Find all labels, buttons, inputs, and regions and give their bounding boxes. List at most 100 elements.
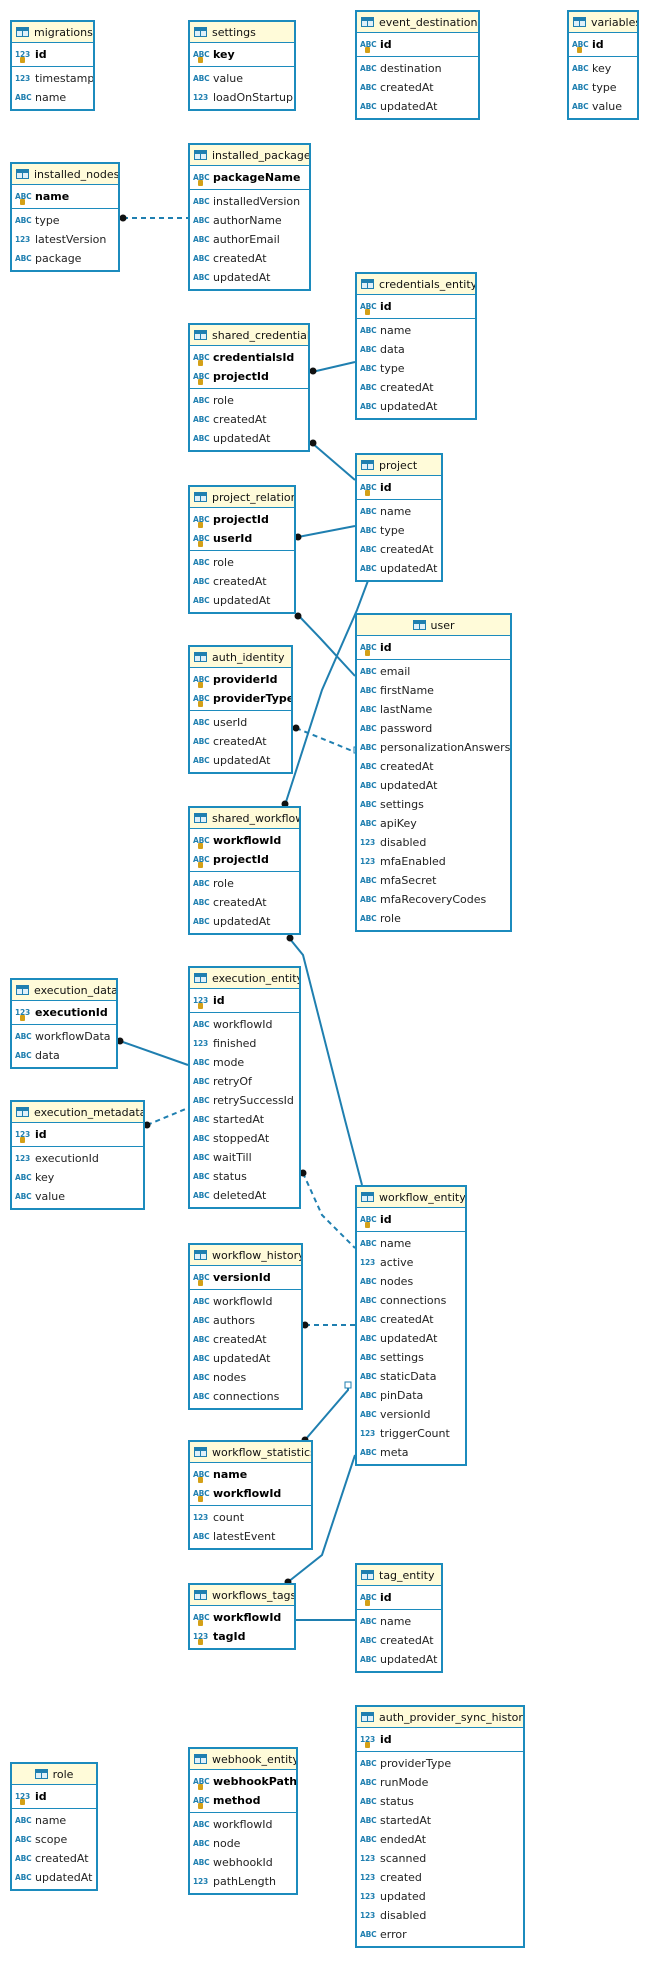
table-header[interactable]: user: [357, 615, 510, 636]
table-header[interactable]: workflow_history: [190, 1245, 301, 1266]
table-header[interactable]: settings: [190, 22, 294, 43]
table-header[interactable]: execution_metadata: [12, 1102, 143, 1123]
table-header[interactable]: workflow_statistics: [190, 1442, 311, 1463]
table-header[interactable]: workflow_entity: [357, 1187, 465, 1208]
table-header[interactable]: auth_identity: [190, 647, 291, 668]
table-header[interactable]: variables: [569, 12, 637, 33]
table-header[interactable]: installed_packages: [190, 145, 309, 166]
table-header[interactable]: tag_entity: [357, 1565, 441, 1586]
